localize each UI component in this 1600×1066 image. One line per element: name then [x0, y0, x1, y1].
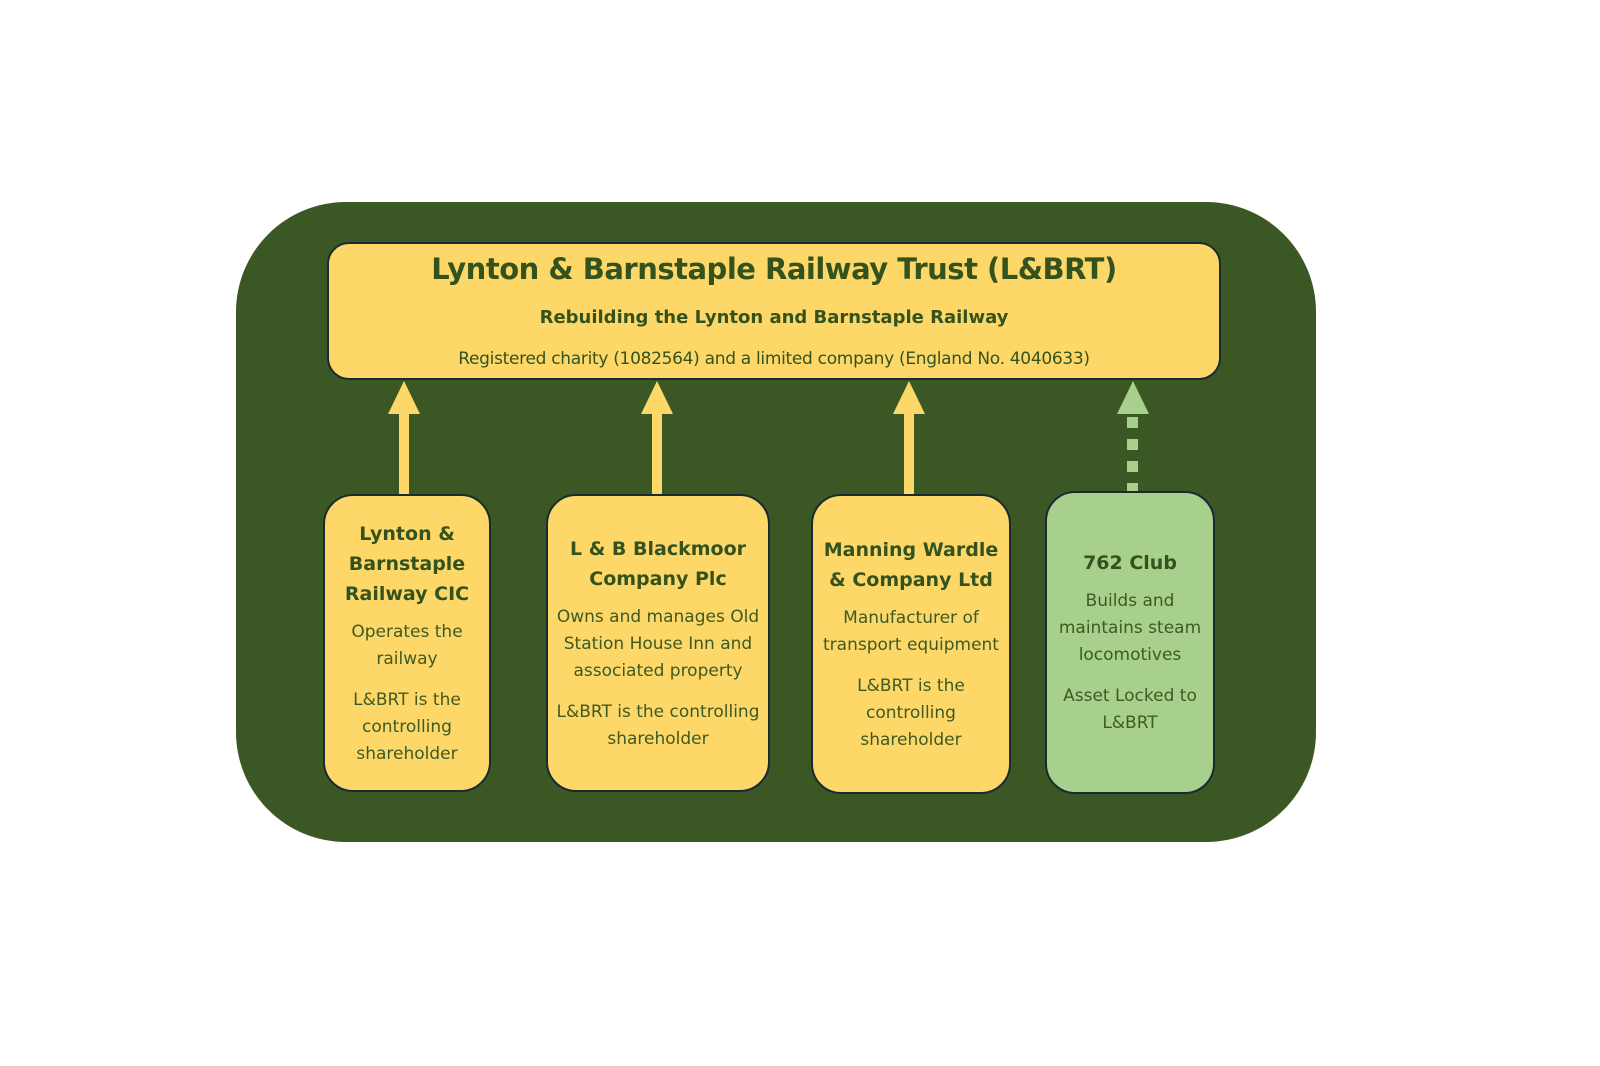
subsidiary-box-manning-wardle: Manning Wardle & Company Ltd Manufacture… [811, 494, 1011, 794]
subsidiary-description: Builds and maintains steam locomotives [1058, 591, 1202, 665]
subsidiary-name: Manning Wardle & Company Ltd [823, 538, 999, 591]
arrow-cic [388, 381, 420, 498]
arrow-762-club-dashed [1117, 381, 1149, 494]
trust-title: Lynton & Barnstaple Railway Trust (L&BRT… [431, 252, 1117, 286]
trust-registration: Registered charity (1082564) and a limit… [458, 349, 1090, 369]
subsidiary-relationship: L&BRT is the controlling shareholder [353, 689, 461, 764]
subsidiary-description: Manufacturer of transport equipment [823, 607, 999, 655]
subsidiary-relationship: L&BRT is the controlling shareholder [857, 675, 965, 750]
subsidiary-box-762-club: 762 Club Builds and maintains steam loco… [1045, 491, 1215, 794]
subsidiary-box-cic: Lynton & Barnstaple Railway CIC Operates… [323, 494, 491, 792]
trust-box: Lynton & Barnstaple Railway Trust (L&BRT… [327, 242, 1221, 380]
subsidiary-description: Operates the railway [351, 621, 463, 669]
subsidiary-box-blackmoor: L & B Blackmoor Company Plc Owns and man… [546, 494, 770, 792]
arrow-manning-wardle [893, 381, 925, 498]
subsidiary-name: 762 Club [1083, 552, 1177, 574]
subsidiary-description: Owns and manages Old Station House Inn a… [556, 606, 760, 681]
subsidiary-name: Lynton & Barnstaple Railway CIC [344, 522, 470, 605]
subsidiary-relationship: Asset Locked to L&BRT [1063, 686, 1197, 733]
subsidiary-relationship: L&BRT is the controlling shareholder [556, 701, 760, 749]
trust-subtitle: Rebuilding the Lynton and Barnstaple Rai… [539, 307, 1009, 328]
arrow-blackmoor [641, 381, 673, 498]
subsidiary-name: L & B Blackmoor Company Plc [570, 537, 746, 590]
